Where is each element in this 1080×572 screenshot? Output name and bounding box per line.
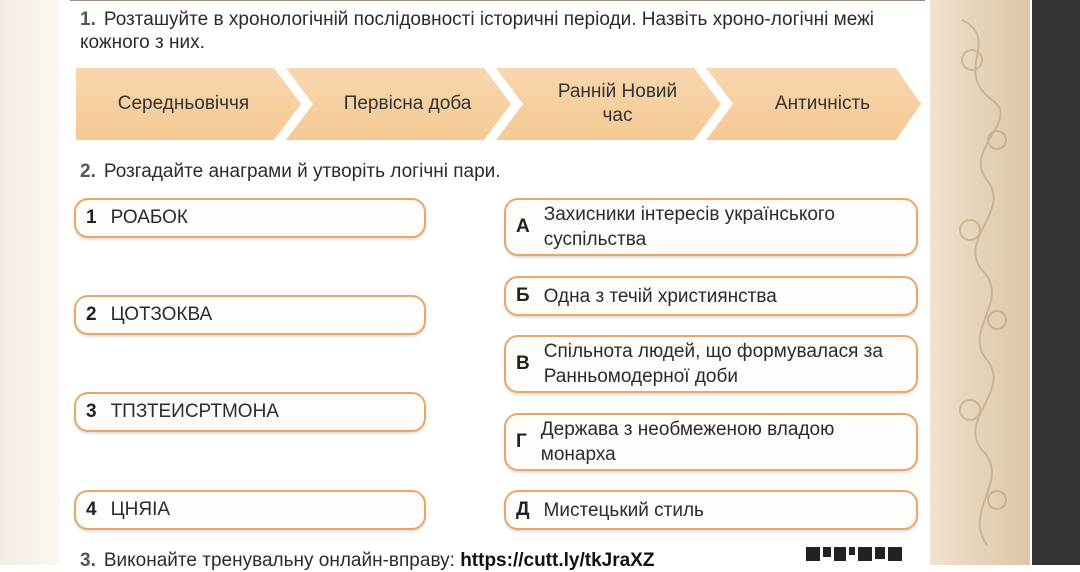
definition-item: Б Одна з течій християнства: [504, 276, 918, 316]
decorative-side-border: [930, 0, 1030, 565]
exercise-link[interactable]: https://cutt.ly/tkJraXZ: [460, 550, 655, 571]
definition-key: В: [516, 353, 530, 374]
task-2: 2. Розгадайте анаграми й утворіть логічні…: [80, 160, 920, 183]
anagram-key: 1: [86, 207, 97, 228]
anagram-item: 3 ТПЗТЕИСРТМОНА: [74, 392, 426, 432]
anagram-text: РОАБОК: [110, 207, 188, 228]
task-1-number: 1.: [80, 9, 96, 30]
definition-item: В Спільнота людей, що формувалася за Ранн…: [504, 335, 918, 393]
definition-text: Одна з течій християнства: [543, 285, 777, 307]
period-chevron: Середньовіччя: [76, 68, 301, 140]
period-chevron: Первісна доба: [286, 68, 511, 140]
anagram-text: ЦОТЗОКВА: [110, 304, 213, 325]
definition-key: А: [516, 216, 530, 237]
period-label: Ранній Новий час: [557, 81, 678, 126]
definition-text: Захисники інтересів українського суспіль…: [543, 204, 835, 250]
floral-ornament-icon: [959, 19, 1007, 546]
task-2-text: Розгадайте анаграми й утворіть логічні п…: [103, 161, 501, 182]
task-1-text: Розташуйте в хронологічній послідовності…: [80, 9, 875, 53]
task-2-number: 2.: [80, 161, 96, 182]
periods-chevron-row: Середньовіччя Первісна доба Ранній Новий…: [76, 68, 921, 140]
period-label: Первісна доба: [343, 93, 472, 114]
top-divider: [70, 0, 925, 1]
period-label: Античність: [774, 93, 871, 114]
definition-key: Д: [516, 499, 530, 520]
definition-text: Мистецький стиль: [543, 499, 704, 521]
task-1: 1.Розташуйте в хронологічній послідовнос…: [80, 8, 920, 54]
left-margin-shade: [0, 0, 60, 565]
anagram-key: 4: [86, 499, 97, 520]
definition-text: Держава з необмеженою владою монарха: [540, 419, 835, 465]
anagram-text: ТПЗТЕИСРТМОНА: [110, 401, 279, 422]
definition-item: А Захисники інтересів українського суспіл…: [504, 198, 918, 256]
period-label: Середньовіччя: [117, 93, 250, 114]
viewer-edge: [1032, 0, 1080, 565]
anagram-key: 3: [86, 401, 97, 422]
definition-text: Спільнота людей, що формувалася за Раннь…: [543, 341, 883, 387]
definition-item: Д Мистецький стиль: [504, 490, 918, 530]
definition-key: Г: [516, 431, 527, 452]
task-3: 3. Виконайте тренувальну онлайн-вправу: h…: [80, 549, 820, 572]
period-chevron: Античність: [706, 68, 921, 140]
anagram-text: ЦНЯІА: [110, 499, 171, 520]
task-3-number: 3.: [80, 550, 96, 571]
qr-code-icon[interactable]: [806, 547, 926, 565]
anagram-item: 1 РОАБОК: [74, 198, 426, 238]
definition-key: Б: [516, 285, 530, 306]
anagram-item: 4 ЦНЯІА: [74, 490, 426, 530]
task-3-text: Виконайте тренувальну онлайн-вправу:: [103, 550, 455, 571]
anagram-key: 2: [86, 304, 97, 325]
anagram-item: 2 ЦОТЗОКВА: [74, 295, 426, 335]
definition-item: Г Держава з необмеженою владою монарха: [504, 413, 918, 471]
period-chevron: Ранній Новий час: [496, 68, 721, 140]
